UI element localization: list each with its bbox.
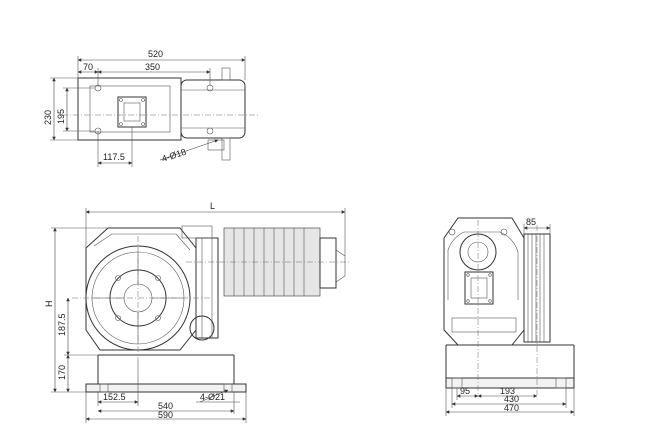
front-dim-590-label: 590	[158, 410, 173, 420]
front-dim-540-label: 540	[158, 401, 173, 411]
front-dim-hole-label: 4-Ø21	[200, 392, 225, 402]
front-brake-drum	[189, 315, 215, 341]
top-view-shaft-bottom	[221, 137, 231, 161]
top-view-inner-plate	[89, 85, 171, 133]
front-motor-end-cap	[319, 237, 337, 289]
front-brake-housing	[195, 237, 219, 339]
side-base-plate	[445, 377, 575, 389]
top-dim-520-label: 520	[148, 49, 163, 59]
side-gearbox	[443, 217, 525, 346]
top-view-motor-body	[180, 79, 246, 139]
top-dim-70-label: 70	[83, 62, 93, 72]
top-view-center-block	[117, 96, 147, 128]
side-dim-85-label: 85	[526, 217, 536, 227]
side-dim-95-label: 95	[460, 386, 470, 396]
side-dim-470-label: 470	[504, 403, 519, 413]
side-dim-193-label: 193	[500, 386, 515, 396]
side-dim-430-label: 430	[504, 394, 519, 404]
front-dim-170-label: 170	[57, 365, 67, 380]
top-dim-350-label: 350	[145, 62, 160, 72]
side-center-block	[464, 271, 494, 305]
top-view-shaft-top	[221, 67, 231, 81]
front-view: L H 187.5 170 152.5 4-Ø21 540 590	[44, 201, 350, 423]
front-dim-187-label: 187.5	[57, 313, 67, 336]
front-base-plate	[85, 383, 247, 393]
top-dim-117-label: 117.5	[103, 152, 125, 162]
top-view-bolt-boss	[207, 139, 225, 151]
front-dim-L-label: L	[210, 201, 215, 211]
side-view: 85 95 193 430 470	[443, 217, 575, 416]
front-dim-H-label: H	[44, 301, 54, 308]
top-dim-hole-label: 4-Ø18	[161, 147, 188, 164]
top-dim-230-label: 230	[43, 110, 53, 125]
top-view: 520 70 350 230 195 117.5 4-Ø18	[43, 49, 258, 167]
top-view-center-inner	[123, 102, 141, 122]
top-dim-195-label: 195	[56, 109, 66, 124]
front-dim-152-label: 152.5	[103, 392, 126, 402]
